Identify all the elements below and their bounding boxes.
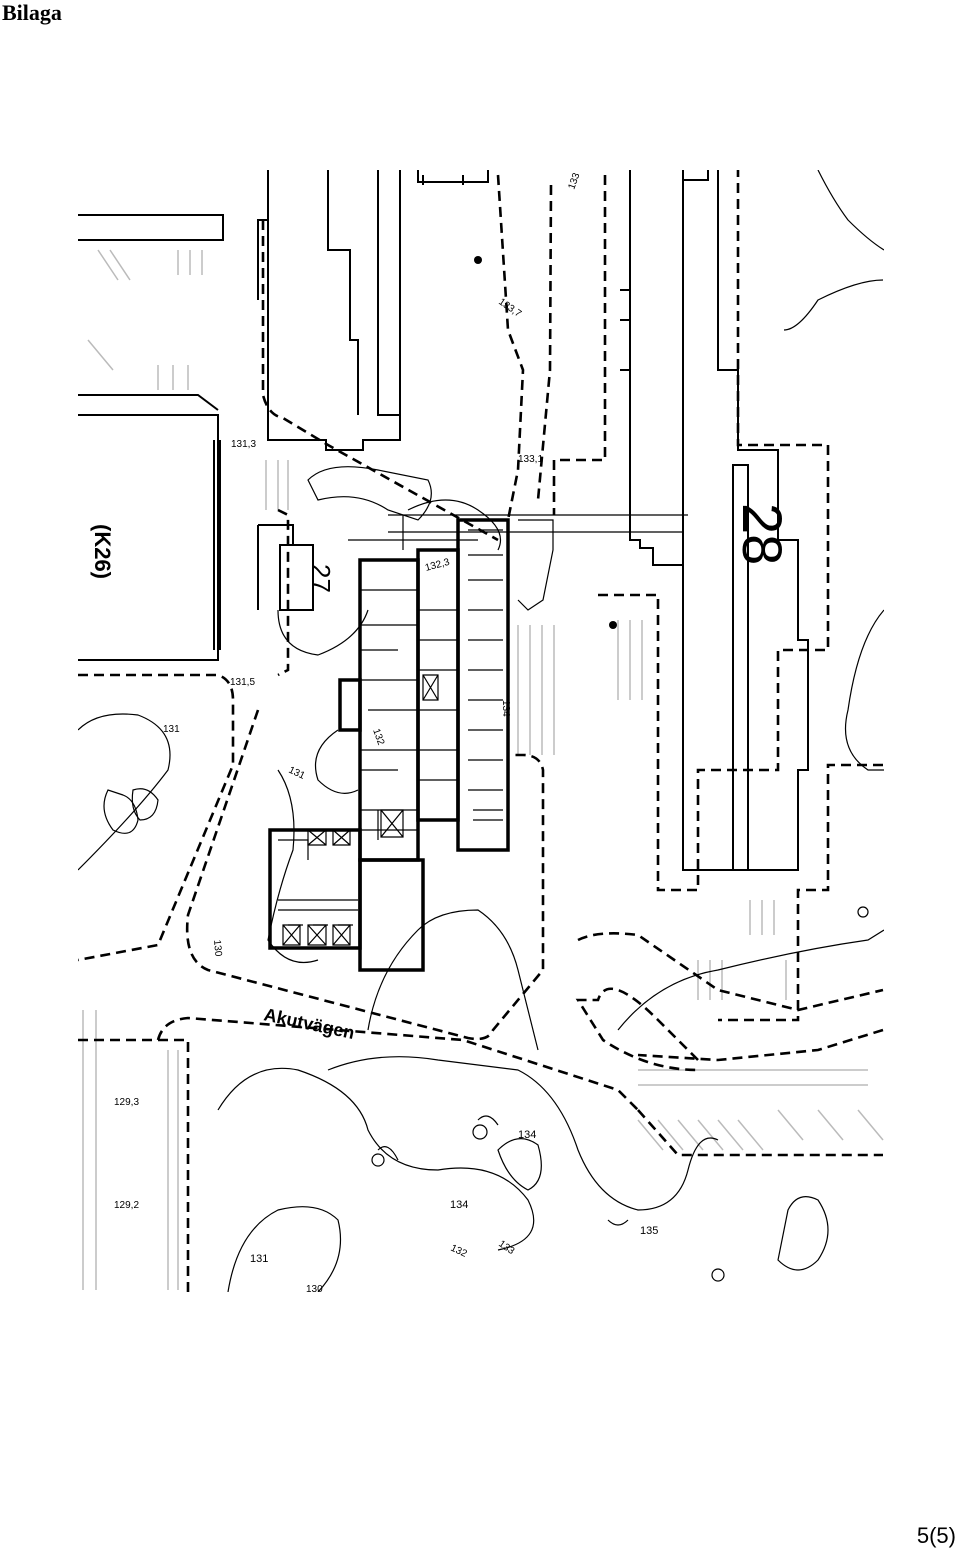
elevation-label: 131,5 <box>230 677 255 688</box>
point-marker <box>609 621 617 629</box>
small-ring <box>371 1153 385 1167</box>
elevation-label: 131 <box>163 724 180 735</box>
elevation-label: 133 <box>496 1238 516 1257</box>
elevation-label: 131 <box>287 765 307 782</box>
elevation-label: 132 <box>370 727 386 747</box>
elevation-label: 133,1 <box>518 454 543 465</box>
site-plan-map: 27 28 (K26) Akutvägen 131,3 132,3 133,7 … <box>78 170 884 1292</box>
small-ring <box>857 906 869 918</box>
parking-stripes <box>82 249 884 1290</box>
elevation-label: 130 <box>306 1284 323 1292</box>
point-marker <box>474 256 482 264</box>
small-ring <box>711 1268 725 1282</box>
elevation-label: 131,3 <box>231 439 256 450</box>
street-name-akutvagen: Akutvägen <box>262 1004 356 1043</box>
building-k26-label: (K26) <box>90 524 115 579</box>
elevation-label: 134 <box>450 1199 468 1211</box>
map-labels: 27 28 (K26) Akutvägen 131,3 132,3 133,7 … <box>90 171 794 1292</box>
elevation-label: 131 <box>250 1253 268 1265</box>
elevation-label: 132 <box>449 1243 469 1260</box>
building-27 <box>257 524 314 611</box>
elevation-label: 129,2 <box>114 1200 139 1211</box>
building-k26 <box>78 214 224 661</box>
central-building <box>268 515 554 972</box>
elevation-label: 133 <box>566 171 582 191</box>
elevation-label: 134 <box>518 1129 536 1141</box>
page-number: 5(5) <box>916 1523 956 1548</box>
small-ring <box>472 1124 488 1140</box>
elevation-label: 130 <box>211 939 223 957</box>
page-title: Bilaga <box>2 0 62 25</box>
elevation-label: 135 <box>640 1225 658 1237</box>
dashed-boundaries <box>78 170 884 1292</box>
elevation-label: 129,3 <box>114 1097 139 1108</box>
building-27-label: 27 <box>306 564 336 593</box>
elevation-label: 132,3 <box>424 557 451 574</box>
map-symbols <box>371 256 869 1282</box>
building-28-label: 28 <box>731 503 794 565</box>
contour-lines <box>78 170 884 1292</box>
elevation-label: 134 <box>500 700 511 717</box>
north-buildings <box>257 170 489 451</box>
elevation-label: 133,7 <box>496 296 523 320</box>
